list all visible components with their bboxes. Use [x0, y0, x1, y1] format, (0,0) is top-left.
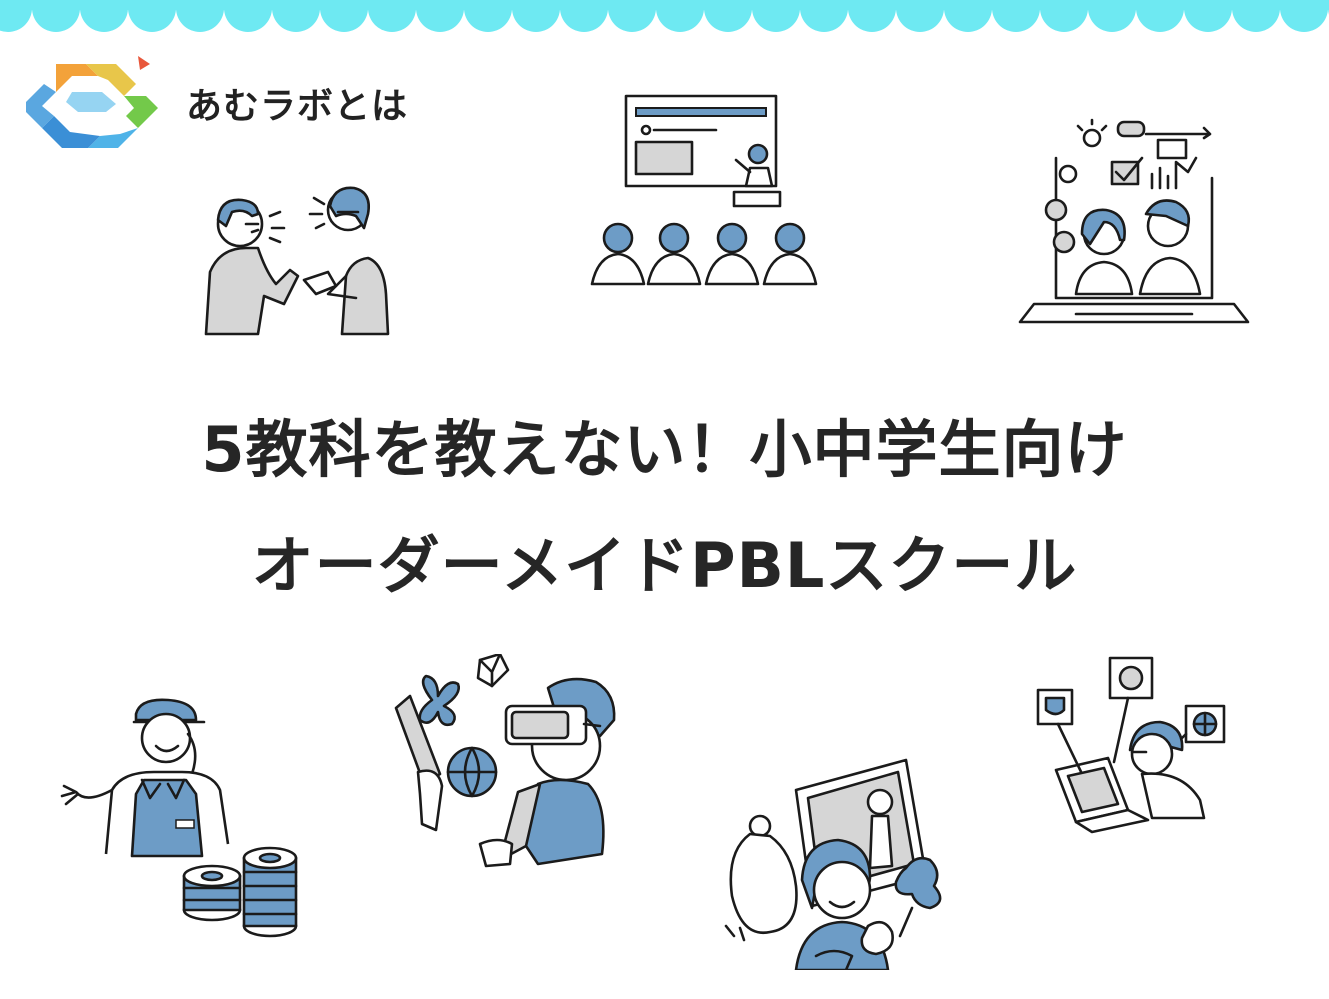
- headline: 5教科を教えない！小中学生向け オーダーメイドPBLスクール: [0, 392, 1329, 624]
- scallop-bump: [1280, 0, 1328, 32]
- online-meeting-icon: [1016, 118, 1252, 326]
- scallop-bump: [1232, 0, 1280, 32]
- scallop-bump: [992, 0, 1040, 32]
- conversation-icon: [196, 176, 396, 338]
- art-student-icon: [716, 756, 948, 970]
- scallop-bump: [1088, 0, 1136, 32]
- amulabo-logo-icon: [26, 56, 158, 148]
- scallop-bump: [0, 0, 32, 32]
- scallop-bump: [416, 0, 464, 32]
- scallop-bump: [944, 0, 992, 32]
- vr-student-icon: [388, 654, 624, 876]
- scallop-bump: [80, 0, 128, 32]
- scallop-bump: [800, 0, 848, 32]
- scallop-bump: [656, 0, 704, 32]
- scallop-border: [0, 0, 1329, 32]
- scallop-bump: [560, 0, 608, 32]
- scallop-bump: [848, 0, 896, 32]
- headline-line-1: 5教科を教えない！小中学生向け: [201, 413, 1128, 486]
- scallop-bump: [1040, 0, 1088, 32]
- scallop-bump: [272, 0, 320, 32]
- programmer-icon: [1032, 654, 1230, 834]
- scallop-bump: [1136, 0, 1184, 32]
- scallop-bump: [32, 0, 80, 32]
- scallop-bump: [176, 0, 224, 32]
- brand-title: あむラボとは: [186, 86, 409, 127]
- scallop-bump: [752, 0, 800, 32]
- brand-header: あむラボとは: [22, 48, 408, 158]
- shop-clerk-icon: [56, 694, 300, 942]
- scallop-bump: [896, 0, 944, 32]
- scallop-bump: [320, 0, 368, 32]
- scallop-bump: [1184, 0, 1232, 32]
- scallop-bump: [512, 0, 560, 32]
- scallop-bump: [704, 0, 752, 32]
- scallop-bump: [368, 0, 416, 32]
- headline-line-2: オーダーメイドPBLスクール: [251, 529, 1078, 602]
- scallop-bump: [128, 0, 176, 32]
- scallop-bump: [608, 0, 656, 32]
- scallop-bump: [464, 0, 512, 32]
- scallop-bump: [224, 0, 272, 32]
- presentation-icon: [586, 86, 822, 292]
